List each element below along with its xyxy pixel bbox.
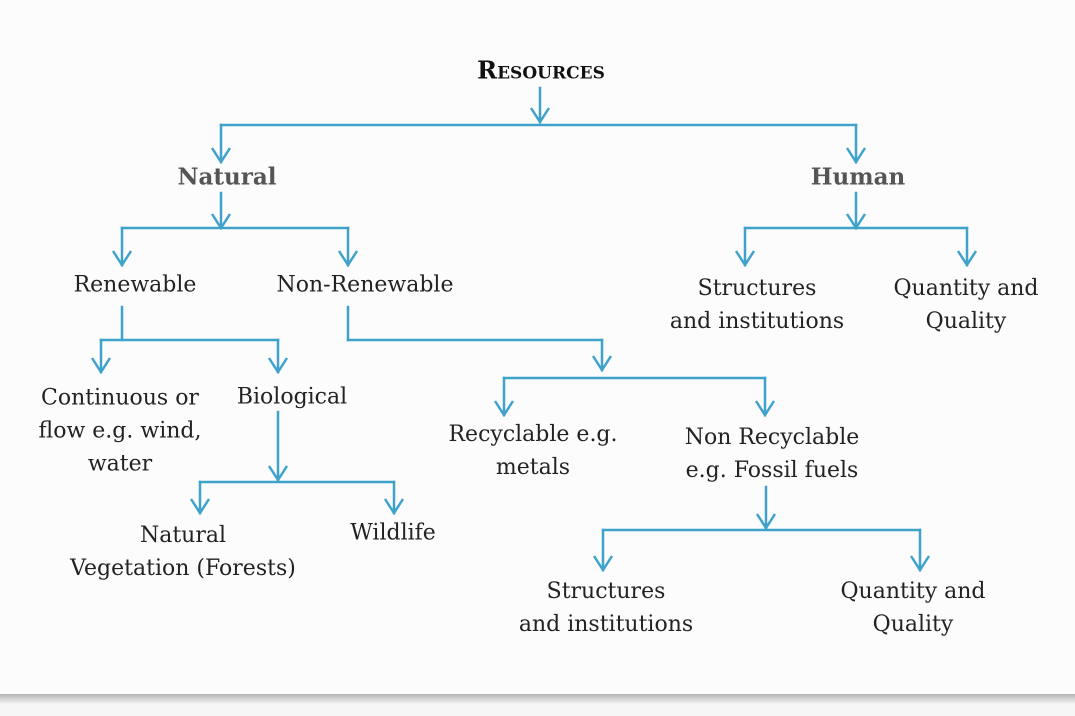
arrowhead-icon bbox=[383, 498, 405, 516]
arrowhead-icon bbox=[755, 513, 777, 531]
arrowhead-icon bbox=[267, 465, 289, 483]
arrowhead-icon bbox=[210, 147, 232, 165]
line: Quality bbox=[872, 612, 954, 637]
line: Quality bbox=[925, 309, 1007, 334]
line: water bbox=[87, 451, 153, 477]
line: Vegetation (Forests) bbox=[70, 556, 296, 581]
arrowhead-icon bbox=[909, 555, 931, 573]
node-non-renewable: Non-Renewable bbox=[276, 272, 454, 298]
arrowhead-icon bbox=[337, 250, 359, 268]
line: e.g. Fossil fuels bbox=[685, 458, 859, 483]
line: Structures bbox=[697, 276, 817, 301]
arrowhead-icon bbox=[734, 250, 756, 268]
line: and institutions bbox=[518, 612, 694, 637]
line: Natural bbox=[139, 523, 227, 548]
arrowhead-icon bbox=[529, 107, 551, 125]
node-biological: Biological bbox=[236, 384, 348, 410]
node-continuous-flow: Continuous or flow e.g. wind, water bbox=[39, 382, 202, 481]
arrowhead-icon bbox=[267, 357, 289, 375]
line: Recyclable e.g. bbox=[448, 422, 618, 447]
node-human-quantity: Quantity and Quality bbox=[894, 272, 1039, 338]
bottom-shadow-divider bbox=[0, 694, 1075, 704]
line: flow e.g. wind, bbox=[38, 418, 202, 444]
node-recyclable: Recyclable e.g. metals bbox=[448, 418, 617, 484]
node-nr-quantity: Quantity and Quality bbox=[841, 575, 986, 641]
line: Non Recyclable bbox=[684, 425, 860, 450]
node-non-recyclable: Non Recyclable e.g. Fossil fuels bbox=[685, 421, 860, 487]
arrowhead-icon bbox=[493, 400, 515, 418]
arrowhead-icon bbox=[845, 147, 867, 165]
arrowhead-icon bbox=[591, 355, 613, 373]
node-renewable: Renewable bbox=[73, 272, 197, 298]
arrowhead-icon bbox=[754, 400, 776, 418]
line: Quantity and bbox=[840, 579, 986, 604]
node-human: Human bbox=[810, 163, 906, 191]
node-natural-vegetation: Natural Vegetation (Forests) bbox=[70, 519, 296, 585]
arrowhead-icon bbox=[111, 250, 133, 268]
arrowhead-icon bbox=[592, 555, 614, 573]
arrowhead-icon bbox=[189, 498, 211, 516]
arrowhead-icon bbox=[90, 357, 112, 375]
line: Continuous or bbox=[41, 385, 199, 411]
line: metals bbox=[495, 455, 571, 480]
bottom-strip bbox=[0, 704, 1075, 716]
node-nr-structures: Structures and institutions bbox=[519, 575, 693, 641]
node-natural: Natural bbox=[177, 163, 277, 191]
root-node-resources: Resources bbox=[477, 55, 605, 85]
node-human-structures: Structures and institutions bbox=[670, 272, 844, 338]
line: Quantity and bbox=[893, 276, 1039, 301]
line: Structures bbox=[546, 579, 666, 604]
arrowhead-icon bbox=[956, 250, 978, 268]
line: and institutions bbox=[669, 309, 845, 334]
node-wildlife: Wildlife bbox=[350, 520, 436, 546]
